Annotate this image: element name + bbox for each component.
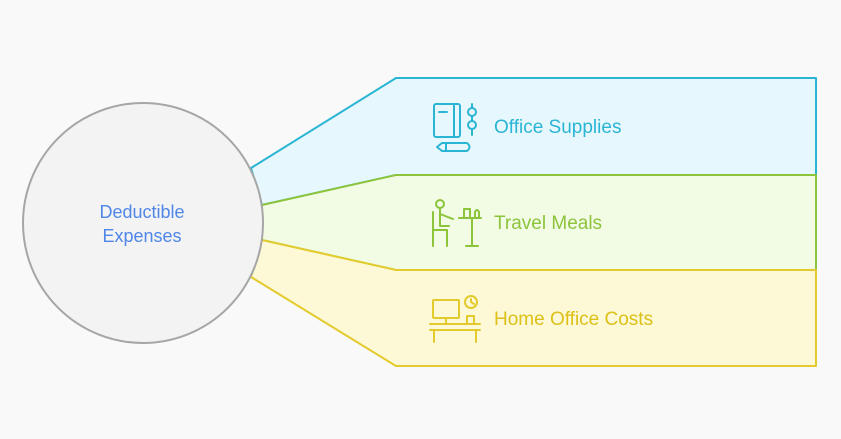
person-at-table-icon bbox=[432, 199, 482, 247]
center-label-line2: Expenses bbox=[102, 226, 181, 246]
desk-computer-clock-icon bbox=[429, 295, 481, 343]
center-circle bbox=[22, 102, 264, 344]
center-label-line1: Deductible bbox=[99, 202, 184, 222]
branch-travel-meals: Travel Meals bbox=[261, 174, 817, 271]
branch-home-office-costs: Home Office Costs bbox=[250, 239, 817, 367]
branch-office-supplies-label: Office Supplies bbox=[494, 117, 621, 138]
center-node: Deductible Expenses bbox=[22, 102, 264, 344]
branch-home-office-costs-label: Home Office Costs bbox=[494, 309, 653, 330]
branch-travel-meals-label: Travel Meals bbox=[494, 213, 602, 234]
notebook-pen-icon bbox=[433, 103, 477, 152]
